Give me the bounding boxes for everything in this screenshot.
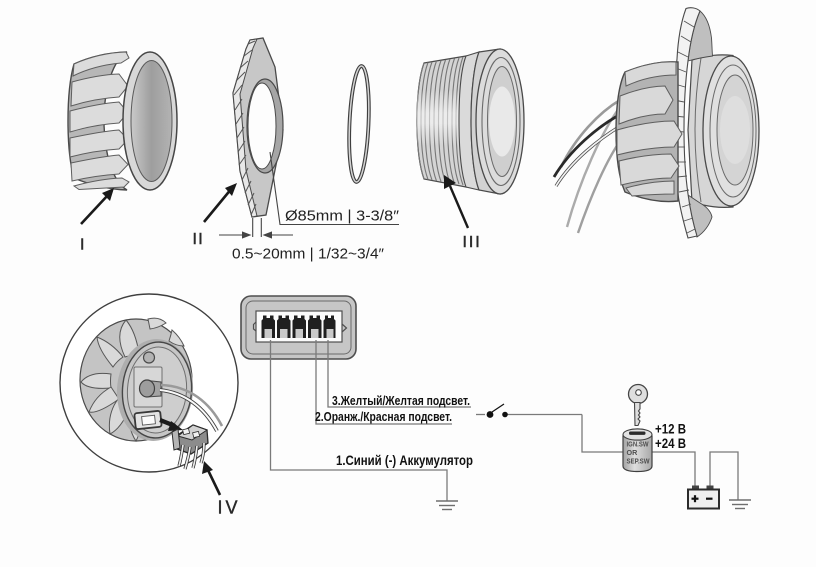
svg-text:0.5~20mm | 1/32~3/4″: 0.5~20mm | 1/32~3/4″: [232, 246, 385, 263]
svg-text:+12 В: +12 В: [655, 422, 686, 437]
svg-text:I: I: [80, 237, 84, 254]
svg-text:Ø85mm | 3-3/8″: Ø85mm | 3-3/8″: [285, 208, 400, 225]
svg-text:III: III: [463, 234, 482, 251]
svg-text:IGN.SW: IGN.SW: [627, 440, 649, 449]
svg-text:3.Желтый/Желтая подсвет.: 3.Желтый/Желтая подсвет.: [332, 393, 470, 408]
svg-text:SEP.SW: SEP.SW: [627, 457, 650, 466]
svg-text:1.Синий (-) Аккумулятор: 1.Синий (-) Аккумулятор: [336, 453, 473, 468]
svg-text:IV: IV: [218, 498, 241, 518]
svg-text:+24 В: +24 В: [655, 436, 686, 451]
svg-text:II: II: [193, 231, 205, 248]
svg-text:2.Оранж./Красная подсвет.: 2.Оранж./Красная подсвет.: [315, 409, 452, 424]
svg-text:OR: OR: [627, 448, 639, 457]
